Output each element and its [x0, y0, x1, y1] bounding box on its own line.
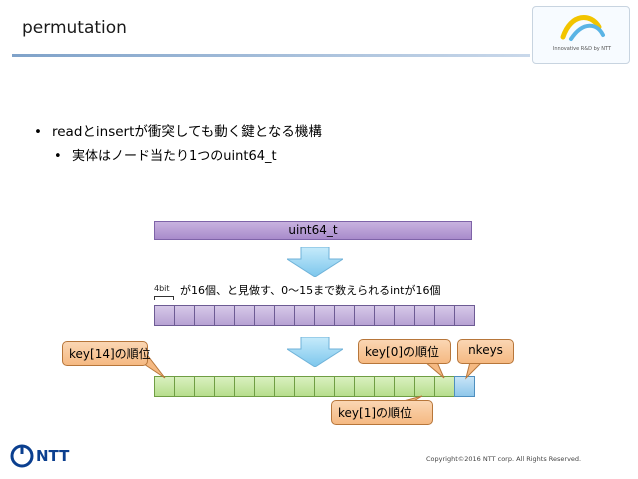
- nibble-cell: [274, 305, 295, 326]
- permutation-cell: [274, 376, 295, 397]
- callout-key0: key[0]の順位: [358, 339, 451, 364]
- brand-logo: [532, 6, 630, 64]
- bullet-text: readとinsertが衝突しても動く鍵となる機構: [52, 124, 322, 140]
- down-arrow-icon: [287, 337, 343, 367]
- sub-bullet-item: • 実体はノード当たり1つのuint64_t: [54, 145, 277, 164]
- permutation-cell: [314, 376, 335, 397]
- nibble-cell: [374, 305, 395, 326]
- callout-key14: key[14]の順位: [62, 341, 151, 366]
- permutation-cell: [214, 376, 235, 397]
- nibble-cell: [194, 305, 215, 326]
- nibble-cell: [414, 305, 435, 326]
- logo-caption: Innovative R&D by NTT: [552, 46, 612, 52]
- bit-brace: [154, 296, 174, 300]
- nibble-cell: [434, 305, 455, 326]
- permutation-cell: [434, 376, 455, 397]
- logo-swirl-icon: [560, 15, 605, 41]
- nibble-cell: [154, 305, 175, 326]
- permutation-row: [154, 376, 475, 397]
- bullet-item: • readとinsertが衝突しても動く鍵となる機構: [34, 120, 322, 140]
- permutation-cell: [414, 376, 435, 397]
- nibble-cell: [454, 305, 475, 326]
- down-arrow-icon: [287, 247, 343, 277]
- bullet-dot-icon: •: [54, 149, 62, 164]
- nibble-description: が16個、と見做す、0〜15まで数えられるintが16個: [180, 284, 441, 297]
- nibble-cell: [334, 305, 355, 326]
- bullet-text: 実体はノード当たり1つのuint64_t: [72, 149, 277, 164]
- permutation-cell: [374, 376, 395, 397]
- nibble-cell: [174, 305, 195, 326]
- nkeys-cell: [454, 376, 475, 397]
- permutation-cell: [294, 376, 315, 397]
- nibble-cell: [234, 305, 255, 326]
- nibble-cell: [354, 305, 375, 326]
- nibble-cell: [294, 305, 315, 326]
- copyright-text: Copyright©2016 NTT corp. All Rights Rese…: [426, 455, 582, 463]
- permutation-cell: [194, 376, 215, 397]
- permutation-cell: [354, 376, 375, 397]
- bit-width-label: 4bit: [154, 284, 170, 293]
- slide-title: permutation: [22, 18, 127, 38]
- permutation-cell: [394, 376, 415, 397]
- permutation-cell: [254, 376, 275, 397]
- nibble-cell: [254, 305, 275, 326]
- nibble-cell: [394, 305, 415, 326]
- nibble-cell: [214, 305, 235, 326]
- nibble-cell: [314, 305, 335, 326]
- ntt-logo-icon: [10, 444, 34, 468]
- callout-key1: key[1]の順位: [331, 400, 433, 425]
- uint64-bar: uint64_t: [154, 221, 472, 240]
- company-name: NTT: [36, 447, 70, 465]
- nibble-row: [154, 305, 475, 326]
- bullet-dot-icon: •: [34, 124, 42, 140]
- permutation-cell: [174, 376, 195, 397]
- permutation-cell: [334, 376, 355, 397]
- permutation-cell: [154, 376, 175, 397]
- title-divider: [12, 54, 530, 57]
- permutation-cell: [234, 376, 255, 397]
- callout-nkeys: nkeys: [457, 339, 514, 364]
